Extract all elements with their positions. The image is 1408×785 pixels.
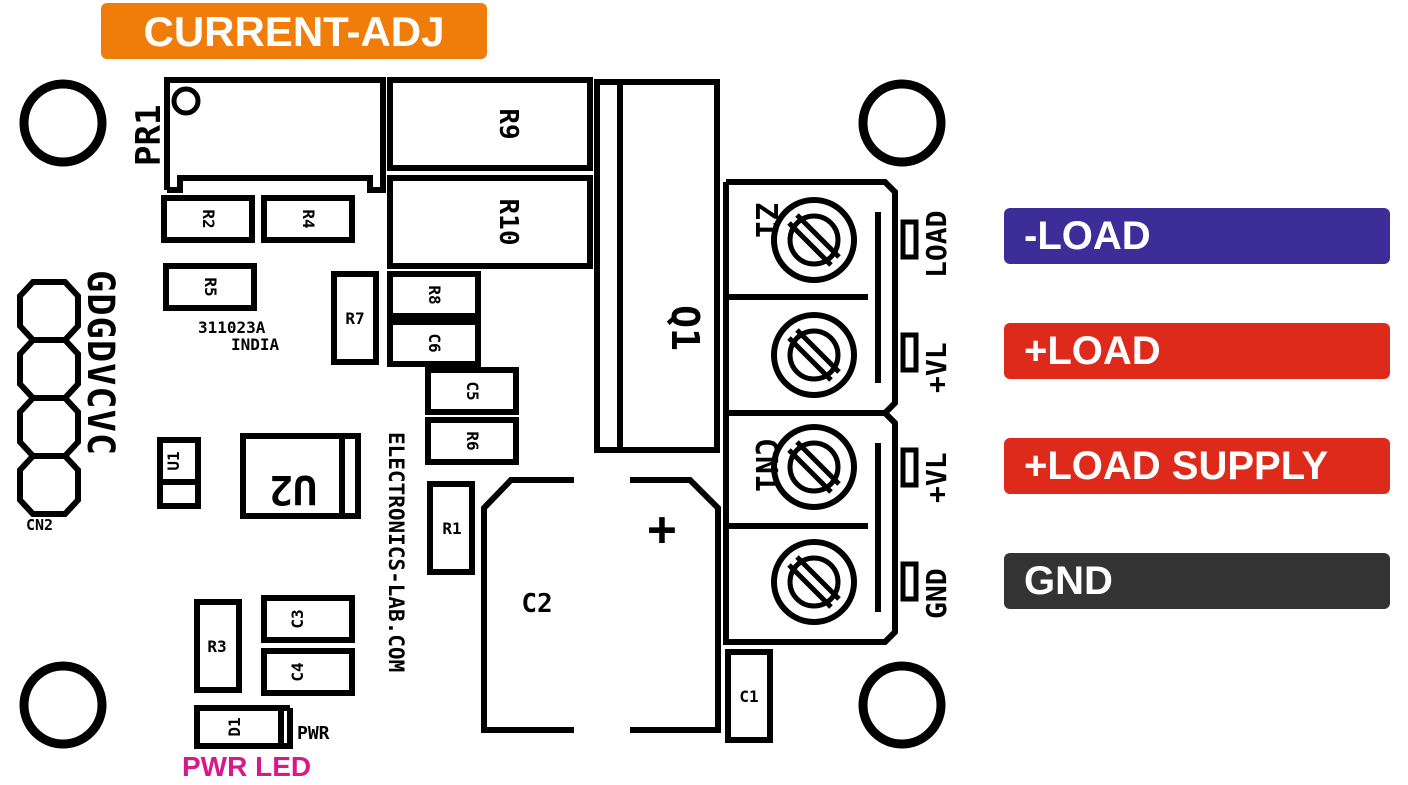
- pr1-label: PR1: [129, 105, 169, 166]
- u2-label: U2: [269, 466, 317, 512]
- pos-load-tag: +LOAD: [1004, 323, 1390, 379]
- q1-label: Q1: [663, 305, 707, 351]
- r1-footprint: [427, 481, 475, 575]
- country-label: INDIA: [231, 335, 280, 354]
- cn1-label: CN1: [748, 438, 783, 492]
- load-supply-tag: +LOAD SUPPLY: [1004, 438, 1390, 494]
- c4-footprint: [261, 648, 355, 696]
- r6-label: R6: [463, 431, 482, 450]
- cn1-terminal-block: [723, 410, 919, 645]
- c5-label: C5: [463, 381, 482, 400]
- r4-label: R4: [299, 209, 318, 228]
- r5-footprint: [163, 263, 257, 311]
- gnd-pin-label: GND: [920, 568, 953, 619]
- current-adj-tag: CURRENT-ADJ: [101, 3, 487, 59]
- r7-footprint: [331, 271, 379, 365]
- mounting-hole-bottom-left: [19, 661, 107, 749]
- r10-footprint: [387, 175, 593, 269]
- d1-label: D1: [225, 717, 244, 736]
- r3-footprint: [194, 599, 242, 693]
- neg-load-tag: -LOAD: [1004, 208, 1390, 264]
- r8-footprint: [387, 271, 481, 319]
- r9-label: R9: [493, 108, 523, 139]
- c6-label: C6: [425, 333, 444, 352]
- c6-footprint: [387, 319, 481, 367]
- r4-footprint: [261, 195, 355, 243]
- mounting-hole-top-right: [858, 79, 946, 167]
- pr1-potentiometer: [164, 77, 386, 193]
- u2-footprint: [240, 433, 361, 519]
- c3-footprint: [261, 595, 355, 643]
- q1-footprint: [594, 79, 720, 453]
- gnd-tag: GND: [1004, 553, 1390, 609]
- r8-label: R8: [425, 285, 444, 304]
- cn2-header: [17, 279, 81, 517]
- z1-label: Z1: [748, 202, 783, 238]
- r5-label: R5: [201, 277, 220, 296]
- cn2-pin-labels: GDGDVCVC: [79, 270, 122, 456]
- r2-footprint: [161, 195, 255, 243]
- r7-label: R7: [345, 309, 364, 328]
- u1-label: U1: [164, 451, 183, 470]
- c5-footprint: [425, 367, 519, 415]
- c4-label: C4: [288, 662, 307, 681]
- mounting-hole-top-left: [19, 79, 107, 167]
- c2-plus-label: +: [648, 501, 677, 557]
- r1-label: R1: [442, 519, 461, 538]
- r10-label: R10: [493, 199, 523, 246]
- c2-footprint: [481, 477, 721, 733]
- vl-pin-label-top: +VL: [920, 342, 953, 393]
- website-label: ELECTRONICS-LAB.COM: [384, 432, 408, 672]
- r9-footprint: [387, 77, 593, 171]
- r3-label: R3: [207, 637, 226, 656]
- c2-label: C2: [521, 589, 552, 619]
- d1-footprint: [194, 705, 293, 749]
- r6-footprint: [425, 417, 519, 465]
- c1-footprint: [725, 649, 773, 743]
- pwr-led-tag: PWR LED: [182, 751, 312, 782]
- pwr-label: PWR: [297, 723, 330, 744]
- vl-pin-label-bottom: +VL: [920, 452, 953, 503]
- cn2-label: CN2: [26, 516, 53, 534]
- date-code-label: 311023A: [198, 318, 266, 337]
- c3-label: C3: [288, 609, 307, 628]
- mounting-hole-bottom-right: [858, 661, 946, 749]
- u1-footprint: [157, 437, 201, 509]
- c1-label: C1: [739, 687, 758, 706]
- load-pin-label: LOAD: [920, 211, 953, 278]
- r2-label: R2: [199, 209, 218, 228]
